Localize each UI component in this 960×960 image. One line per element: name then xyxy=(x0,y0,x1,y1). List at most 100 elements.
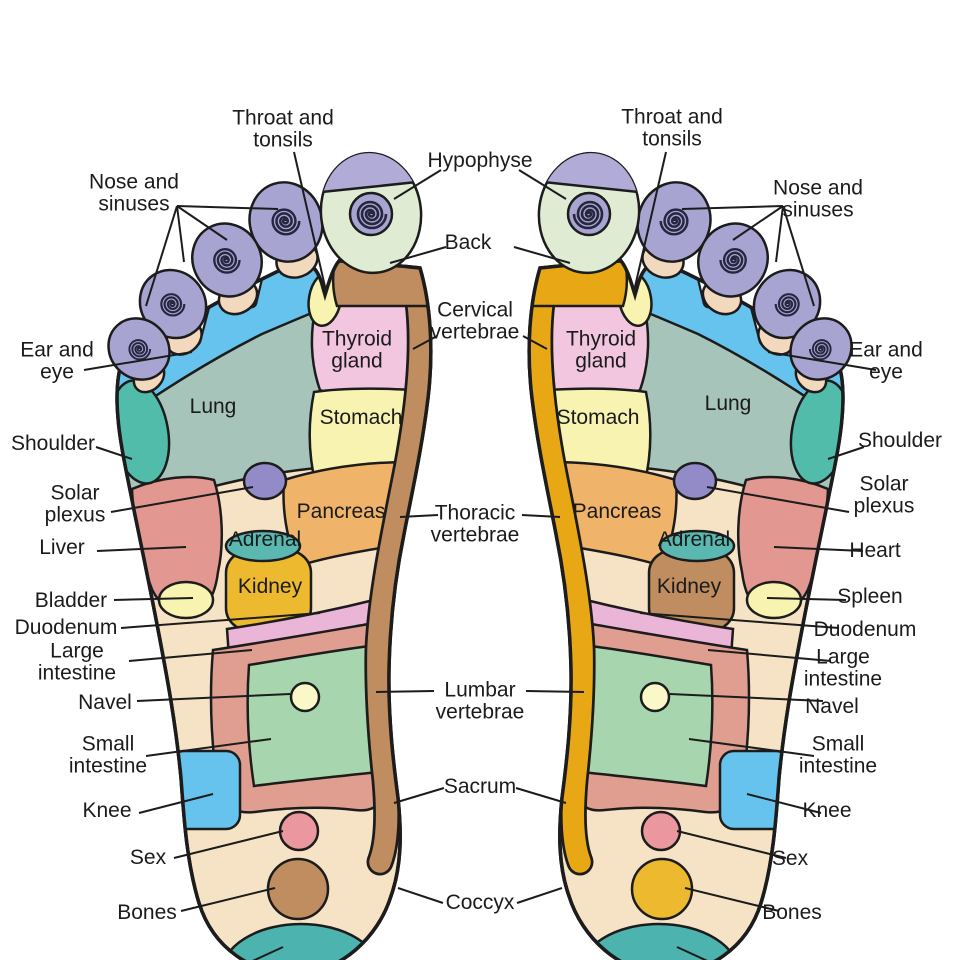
zone-bladder-or-spleen xyxy=(157,580,215,620)
zone-label-lung-left: Lung xyxy=(189,394,237,418)
zone-small-intestine xyxy=(578,643,714,788)
label-small-intestine-right: Small intestine xyxy=(798,732,878,778)
label-back: Back xyxy=(444,230,492,254)
leader-line xyxy=(688,738,815,757)
zone-spine-vertebrae xyxy=(367,291,431,873)
zone-label-kidney-right: Kidney xyxy=(656,574,722,598)
leader-line xyxy=(176,205,185,263)
leader-line xyxy=(375,690,435,693)
zone-label-stomach-right: Stomach xyxy=(556,405,640,429)
leader-lines xyxy=(513,151,877,960)
leader-line xyxy=(518,169,567,200)
label-nose-sinuses-right: Nose and sinuses xyxy=(773,176,863,222)
zone-bones xyxy=(630,857,694,921)
label-large-intestine-right: Large intestine xyxy=(803,645,883,691)
leader-line xyxy=(397,887,444,904)
zone-adrenal xyxy=(658,529,736,563)
leader-line xyxy=(732,205,784,241)
label-solar-plexus-right: Solar plexus xyxy=(853,472,915,518)
leader-line xyxy=(707,649,832,662)
leader-line xyxy=(766,597,847,601)
leader-line xyxy=(128,649,253,662)
zone-solar-plexus xyxy=(672,461,718,501)
leader-line xyxy=(393,787,445,804)
leader-line xyxy=(773,546,864,552)
leader-line xyxy=(681,205,784,210)
label-cervical-vertebrae: Cervical vertebrae xyxy=(430,298,520,344)
label-nose-sinuses-left: Nose and sinuses xyxy=(89,170,179,216)
zone-heel xyxy=(219,922,383,960)
leader-line xyxy=(180,887,276,912)
zone-label-lung-right: Lung xyxy=(704,391,752,415)
zone-pancreas xyxy=(282,460,412,568)
zone-label-pancreas-right: Pancreas xyxy=(572,499,662,523)
leader-line xyxy=(393,169,442,200)
leader-lines xyxy=(83,151,447,960)
leader-line xyxy=(521,514,561,518)
label-lumbar-vertebrae: Lumbar vertebrae xyxy=(435,678,525,724)
label-sex-right: Sex xyxy=(771,846,809,870)
zone-adrenal xyxy=(224,529,302,563)
leader-line xyxy=(176,205,279,210)
zone-navel xyxy=(289,681,321,713)
zone-heel xyxy=(577,922,741,960)
foot-left xyxy=(83,148,447,960)
zone-layer xyxy=(529,261,843,960)
zone-small-intestine xyxy=(246,643,382,788)
label-shoulder-left: Shoulder xyxy=(10,431,96,455)
zone-label-adrenal-left: Adrenal xyxy=(228,527,302,551)
label-duodenum-left: Duodenum xyxy=(14,615,118,639)
label-throat-tonsils-left: Throat and tonsils xyxy=(232,106,334,152)
label-small-intestine-left: Small intestine xyxy=(68,732,148,778)
label-heart: Heart xyxy=(849,538,901,562)
zone-layer xyxy=(117,261,431,960)
label-knee-left: Knee xyxy=(82,798,132,822)
leader-line xyxy=(110,486,254,513)
label-thoracic-vertebrae: Thoracic vertebrae xyxy=(430,501,520,547)
leader-line xyxy=(138,793,214,814)
zone-bones xyxy=(266,857,330,921)
leader-line xyxy=(676,830,787,859)
leader-line xyxy=(145,205,178,307)
leader-line xyxy=(676,946,708,960)
label-spleen: Spleen xyxy=(837,584,903,608)
leader-line xyxy=(767,351,877,371)
foot-right xyxy=(513,148,877,960)
label-ear-eye-right: Ear and eye xyxy=(849,338,923,384)
label-sacrum: Sacrum xyxy=(443,774,517,798)
leader-line xyxy=(515,787,567,804)
label-coccyx: Coccyx xyxy=(445,890,515,914)
leader-line xyxy=(120,612,321,629)
leader-line xyxy=(83,351,193,371)
zone-navel xyxy=(639,681,671,713)
label-bladder: Bladder xyxy=(34,588,108,612)
leader-line xyxy=(684,887,780,912)
leader-line xyxy=(633,151,667,292)
zone-sex xyxy=(640,810,682,852)
zone-spine-vertebrae xyxy=(529,291,593,873)
leader-line xyxy=(827,446,865,460)
leader-line xyxy=(516,887,563,904)
leader-line xyxy=(706,486,850,513)
leader-line xyxy=(293,151,327,292)
label-navel-right: Navel xyxy=(805,694,859,718)
label-throat-tonsils-right: Throat and tonsils xyxy=(621,105,723,151)
label-large-intestine-left: Large intestine xyxy=(37,639,117,685)
zone-sex xyxy=(278,810,320,852)
leader-line xyxy=(746,793,822,814)
zone-label-adrenal-right: Adrenal xyxy=(657,527,731,551)
leader-line xyxy=(669,693,824,702)
label-bones-left: Bones xyxy=(117,900,177,924)
zone-pancreas xyxy=(548,460,678,568)
leader-line xyxy=(513,246,571,264)
zone-label-kidney-left: Kidney xyxy=(237,574,303,598)
label-ear-eye-left: Ear and eye xyxy=(20,338,94,384)
leader-line xyxy=(525,690,585,693)
zone-label-thyroid-left: Thyroid gland xyxy=(321,327,393,373)
leader-line xyxy=(639,612,840,629)
label-hypophyse: Hypophyse xyxy=(427,148,533,172)
zone-bladder-or-spleen xyxy=(745,580,803,620)
label-shoulder-right: Shoulder xyxy=(857,428,943,452)
